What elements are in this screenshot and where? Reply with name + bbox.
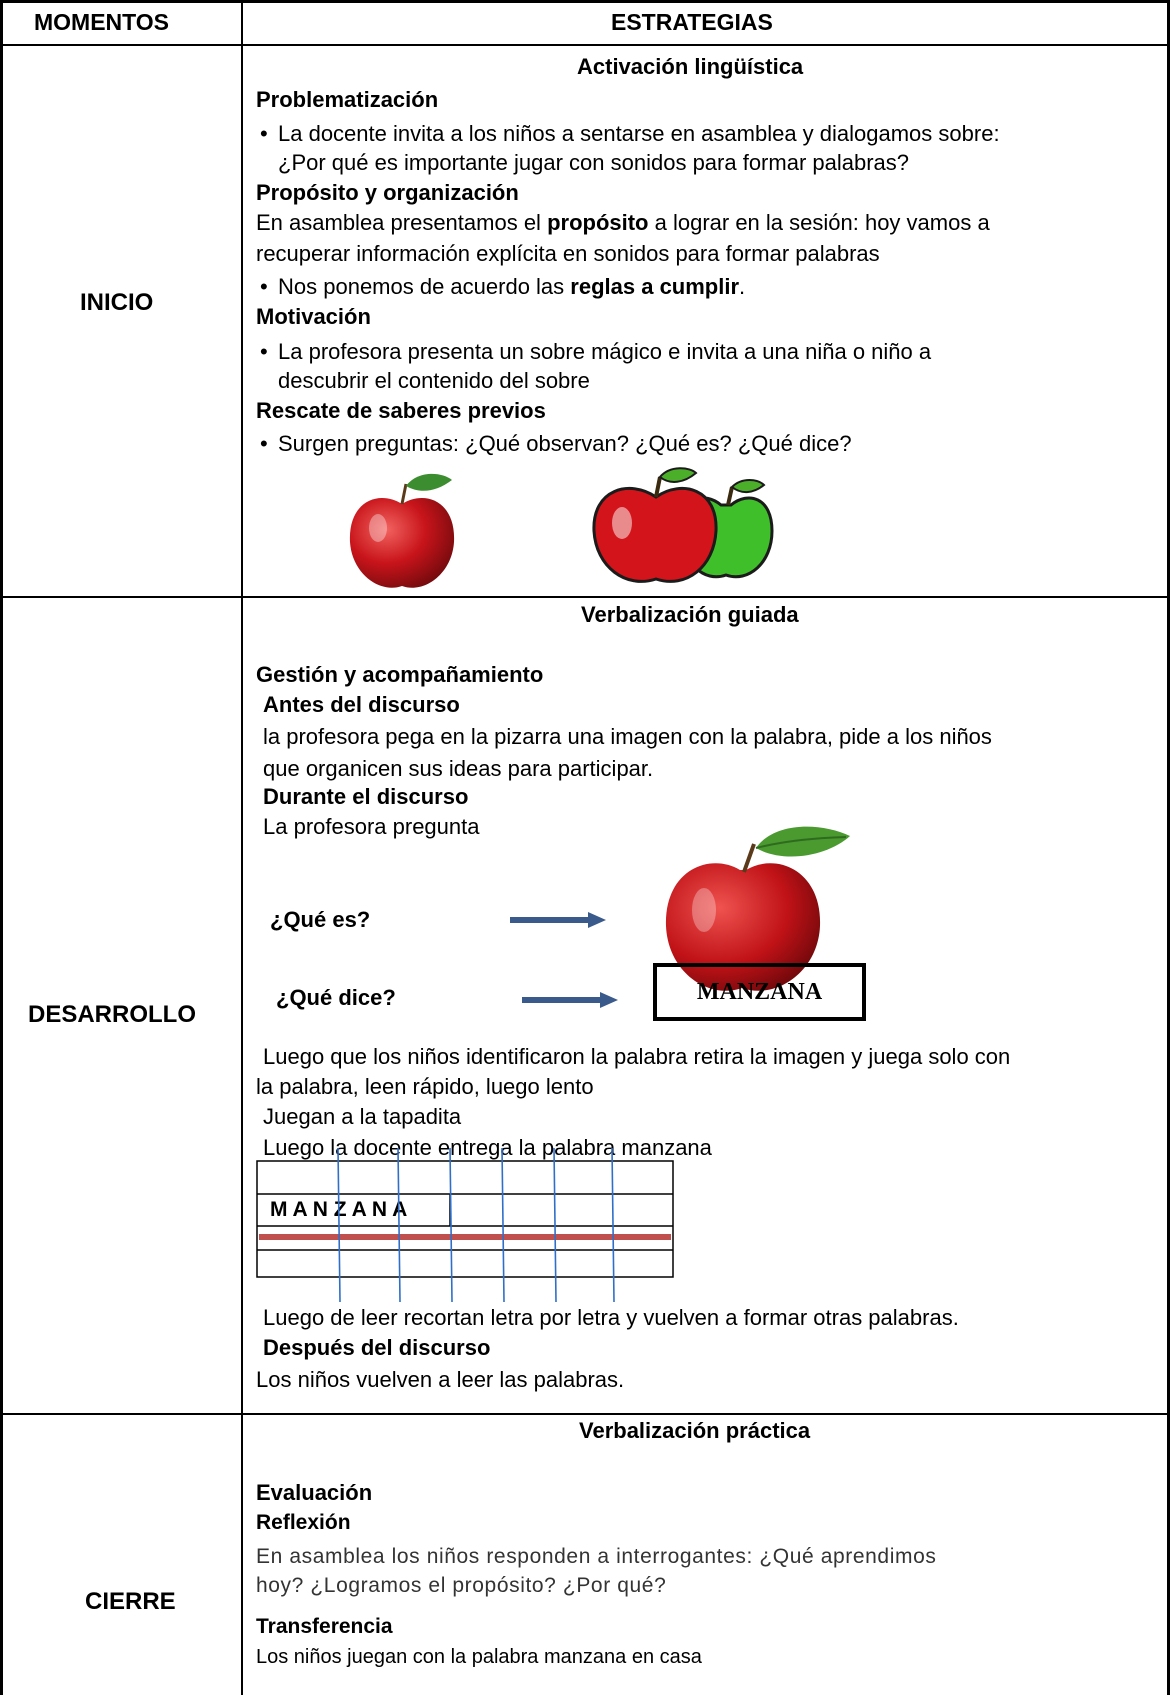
- arrow-right-icon: [510, 912, 606, 928]
- heading-rescate: Rescate de saberes previos: [256, 398, 546, 423]
- header-momentos: MOMENTOS: [34, 9, 170, 35]
- text-antes-line1: la profesora pega en la pizarra una imag…: [263, 724, 992, 749]
- text-transferencia: Los niños juegan con la palabra manzana …: [256, 1646, 702, 1668]
- section-title-verbalizacion-guiada: Verbalización guiada: [581, 602, 799, 627]
- bullet-problematizacion: La docente invita a los niños a sentarse…: [260, 122, 1000, 147]
- text-proposito-line2: recuperar información explícita en sonid…: [256, 241, 880, 266]
- text-juegan: Juegan a la tapadita: [263, 1104, 462, 1129]
- cut-lines: [337, 1148, 615, 1302]
- moment-cierre: CIERRE: [85, 1588, 176, 1615]
- letter-grid-lines: [256, 1160, 674, 1278]
- text-proposito-line1: En asamblea presentamos el propósito a l…: [256, 210, 990, 235]
- text-reflexion-line2: hoy? ¿Logramos el propósito? ¿Por qué?: [256, 1574, 667, 1597]
- bullet-reglas: Nos ponemos de acuerdo las reglas a cump…: [260, 274, 745, 300]
- arrow-right-icon-2: [522, 992, 618, 1008]
- bullet-motivacion: La profesora presenta un sobre mágico e …: [260, 340, 931, 365]
- heading-reflexion: Reflexión: [256, 1511, 351, 1534]
- table-border-left: [0, 0, 3, 1695]
- header-estrategias: ESTRATEGIAS: [611, 9, 773, 35]
- bullet-rescate: Surgen preguntas: ¿Qué observan? ¿Qué es…: [260, 432, 852, 457]
- word-card: MANZANA: [653, 963, 866, 1021]
- text-problematizacion-question: ¿Por qué es importante jugar con sonidos…: [278, 150, 910, 175]
- apple-image-small: [349, 473, 455, 588]
- text-luego-line2: la palabra, leen rápido, luego lento: [256, 1074, 594, 1099]
- question-que-es: ¿Qué es?: [270, 907, 371, 932]
- section-title-activacion: Activación lingüística: [577, 54, 804, 79]
- text-reflexion-line1: En asamblea los niños responden a interr…: [256, 1545, 937, 1568]
- heading-problematizacion: Problematización: [256, 87, 439, 112]
- moment-desarrollo: DESARROLLO: [28, 1001, 196, 1028]
- text-despues-line1: Los niños vuelven a leer las palabras.: [256, 1367, 625, 1392]
- table-border-right: [1167, 0, 1170, 1695]
- row-divider-header: [0, 44, 1170, 46]
- text-recortan: Luego de leer recortan letra por letra y…: [263, 1305, 959, 1330]
- heading-proposito: Propósito y organización: [256, 180, 519, 205]
- moment-inicio: INICIO: [80, 289, 154, 316]
- heading-durante: Durante el discurso: [263, 784, 469, 809]
- heading-despues: Después del discurso: [263, 1335, 491, 1360]
- question-que-dice: ¿Qué dice?: [276, 985, 396, 1010]
- table-border-top: [0, 0, 1170, 3]
- text-durante-line1: La profesora pregunta: [263, 814, 480, 839]
- text-reglas-bold: reglas a cumplir: [570, 274, 740, 299]
- heading-transferencia: Transferencia: [256, 1615, 393, 1638]
- column-divider: [241, 0, 243, 1695]
- section-title-verbalizacion-practica: Verbalización práctica: [579, 1418, 811, 1443]
- row-divider-desarrollo: [0, 1413, 1170, 1415]
- heading-antes: Antes del discurso: [263, 692, 460, 717]
- text-luego-line1: Luego que los niños identificaron la pal…: [263, 1044, 1011, 1069]
- apple-image-large: [665, 826, 850, 991]
- text-proposito-bold: propósito: [547, 210, 649, 235]
- heading-evaluacion: Evaluación: [256, 1480, 373, 1505]
- apples-cartoon-image: [592, 467, 774, 583]
- row-divider-inicio: [0, 596, 1170, 598]
- heading-motivacion: Motivación: [256, 304, 371, 329]
- text-antes-line2: que organicen sus ideas para participar.: [263, 756, 654, 781]
- heading-gestion: Gestión y acompañamiento: [256, 662, 544, 687]
- word-card-text: MANZANA: [696, 978, 823, 1005]
- text-motivacion-line2: descubrir el contenido del sobre: [278, 368, 590, 393]
